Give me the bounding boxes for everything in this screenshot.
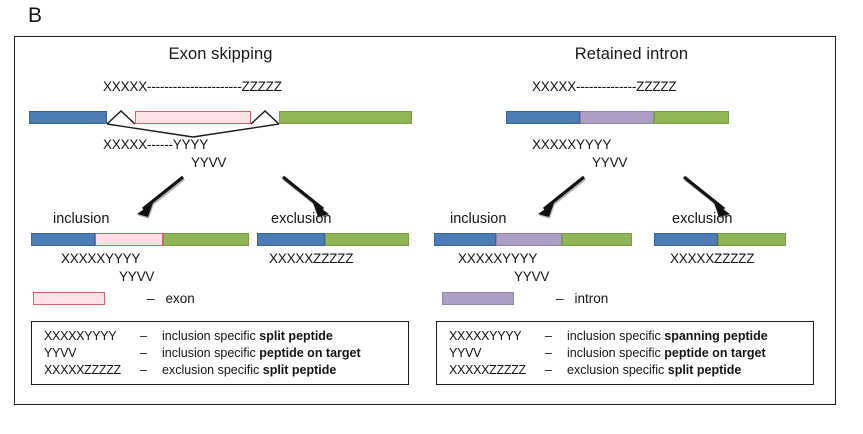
segment-green	[325, 233, 409, 246]
bar-inclusion-exon-skipping	[31, 233, 249, 246]
inclusion-sequence-2-retained-intron: YYVV	[514, 269, 550, 284]
segment-green	[718, 233, 786, 246]
figure-frame: Exon skipping XXXXX---------------------…	[14, 36, 836, 405]
segment-green	[279, 111, 412, 124]
legend-prefix: inclusion specific	[162, 346, 260, 360]
legend-code: XXXXXYYYY	[44, 329, 117, 343]
legend-code: YYVV	[44, 346, 77, 360]
segment-blue	[31, 233, 95, 246]
legend-code: YYVV	[449, 346, 482, 360]
legend-separator: –	[140, 329, 147, 343]
key-dash-intron: –	[556, 291, 564, 306]
bar-exclusion-retained-intron	[654, 233, 786, 246]
bottom-sequence-2-retained-intron: YYVV	[592, 155, 628, 170]
panel-title-exon-skipping: Exon skipping	[168, 45, 273, 63]
panel-title-retained-intron: Retained intron	[574, 45, 689, 63]
legend-bold: split peptide	[262, 363, 337, 377]
segment-purple	[496, 233, 562, 246]
legend-bold: peptide on target	[664, 346, 766, 360]
legend-separator: –	[140, 346, 147, 360]
bottom-sequence-2-exon-skipping: YYVV	[191, 155, 227, 170]
exclusion-sequence-1-exon-skipping: XXXXXZZZZZ	[269, 251, 354, 266]
inclusion-sequence-1-retained-intron: XXXXXYYYY	[458, 251, 538, 266]
key-swatch-exon	[33, 292, 105, 305]
legend-bold: spanning peptide	[664, 329, 768, 343]
arrow-to-inclusion-exon-skipping	[137, 175, 186, 219]
key-row-intron: – intron	[442, 291, 608, 306]
key-dash-exon: –	[147, 291, 155, 306]
legend-code: XXXXXYYYY	[449, 329, 522, 343]
legend-description: inclusion specific split peptide	[162, 328, 333, 345]
bar-blue-exon-skipping	[29, 111, 107, 124]
arrow-to-inclusion-retained-intron	[538, 175, 587, 219]
legend-code: XXXXXZZZZZ	[449, 363, 526, 377]
legend-bold: split peptide	[667, 363, 742, 377]
key-row-exon: – exon	[33, 291, 195, 306]
legend-line: XXXXXYYYY – inclusion specific split pep…	[44, 328, 398, 345]
legend-code: XXXXXZZZZZ	[44, 363, 121, 377]
panel-exon-skipping: Exon skipping XXXXX---------------------…	[15, 37, 426, 404]
legend-prefix: exclusion specific	[567, 363, 668, 377]
legend-prefix: inclusion specific	[162, 329, 260, 343]
legend-description: inclusion specific spanning peptide	[567, 328, 768, 345]
legend-description: exclusion specific split peptide	[162, 362, 336, 379]
legend-line: XXXXXZZZZZ – exclusion specific split pe…	[44, 362, 398, 379]
segment-blue	[654, 233, 718, 246]
bar-inclusion-retained-intron	[434, 233, 632, 246]
bottom-sequence-1-retained-intron: XXXXXYYYY	[532, 137, 612, 152]
legend-description: inclusion specific peptide on target	[567, 345, 766, 362]
top-sequence-retained-intron: XXXXX--------------ZZZZZ	[532, 79, 677, 94]
inclusion-sequence-1-exon-skipping: XXXXXYYYY	[61, 251, 141, 266]
segment-purple	[580, 111, 654, 124]
segment-blue	[506, 111, 580, 124]
segment-green	[562, 233, 632, 246]
legend-description: inclusion specific peptide on target	[162, 345, 361, 362]
bar-retained-intron	[506, 111, 729, 124]
segment-exon	[135, 111, 251, 124]
branch-label-inclusion-exon-skipping: inclusion	[53, 211, 110, 227]
segment-blue	[29, 111, 107, 124]
key-swatch-intron	[442, 292, 514, 305]
panel-label: B	[28, 4, 43, 27]
legend-prefix: exclusion specific	[162, 363, 263, 377]
segment-green	[654, 111, 729, 124]
branch-label-exclusion-retained-intron: exclusion	[672, 211, 733, 227]
segment-exon	[95, 233, 163, 246]
branch-label-exclusion-exon-skipping: exclusion	[271, 211, 332, 227]
legend-bold: peptide on target	[259, 346, 361, 360]
legend-separator: –	[545, 329, 552, 343]
legend-line: XXXXXYYYY – inclusion specific spanning …	[449, 328, 803, 345]
branch-label-inclusion-retained-intron: inclusion	[450, 211, 507, 227]
bar-green-exon-skipping	[279, 111, 412, 124]
top-sequence-exon-skipping: XXXXX----------------------ZZZZZ	[103, 79, 282, 94]
bar-exon-exon-skipping	[135, 111, 251, 124]
legend-separator: –	[140, 363, 147, 377]
legend-prefix: inclusion specific	[567, 346, 665, 360]
panel-retained-intron: Retained intron XXXXX--------------ZZZZZ…	[426, 37, 837, 404]
key-label-exon: exon	[165, 291, 195, 306]
segment-green	[163, 233, 249, 246]
inclusion-sequence-2-exon-skipping: YYVV	[119, 269, 155, 284]
legend-bold: split peptide	[259, 329, 333, 343]
legend-line: YYVV – inclusion specific peptide on tar…	[449, 345, 803, 362]
segment-blue	[257, 233, 325, 246]
legend-separator: –	[545, 363, 552, 377]
legend-prefix: inclusion specific	[567, 329, 665, 343]
legend-line: YYVV – inclusion specific peptide on tar…	[44, 345, 398, 362]
arrow-to-exclusion-retained-intron	[683, 175, 731, 219]
legend-box-exon-skipping: XXXXXYYYY – inclusion specific split pep…	[31, 321, 409, 385]
exclusion-sequence-1-retained-intron: XXXXXZZZZZ	[670, 251, 755, 266]
bottom-sequence-1-exon-skipping: XXXXX------YYYY	[103, 137, 209, 152]
legend-description: exclusion specific split peptide	[567, 362, 741, 379]
arrow-to-exclusion-exon-skipping	[282, 175, 330, 219]
key-label-intron: intron	[574, 291, 609, 306]
bar-exclusion-exon-skipping	[257, 233, 409, 246]
segment-blue	[434, 233, 496, 246]
legend-line: XXXXXZZZZZ – exclusion specific split pe…	[449, 362, 803, 379]
legend-box-retained-intron: XXXXXYYYY – inclusion specific spanning …	[436, 321, 814, 385]
legend-separator: –	[545, 346, 552, 360]
